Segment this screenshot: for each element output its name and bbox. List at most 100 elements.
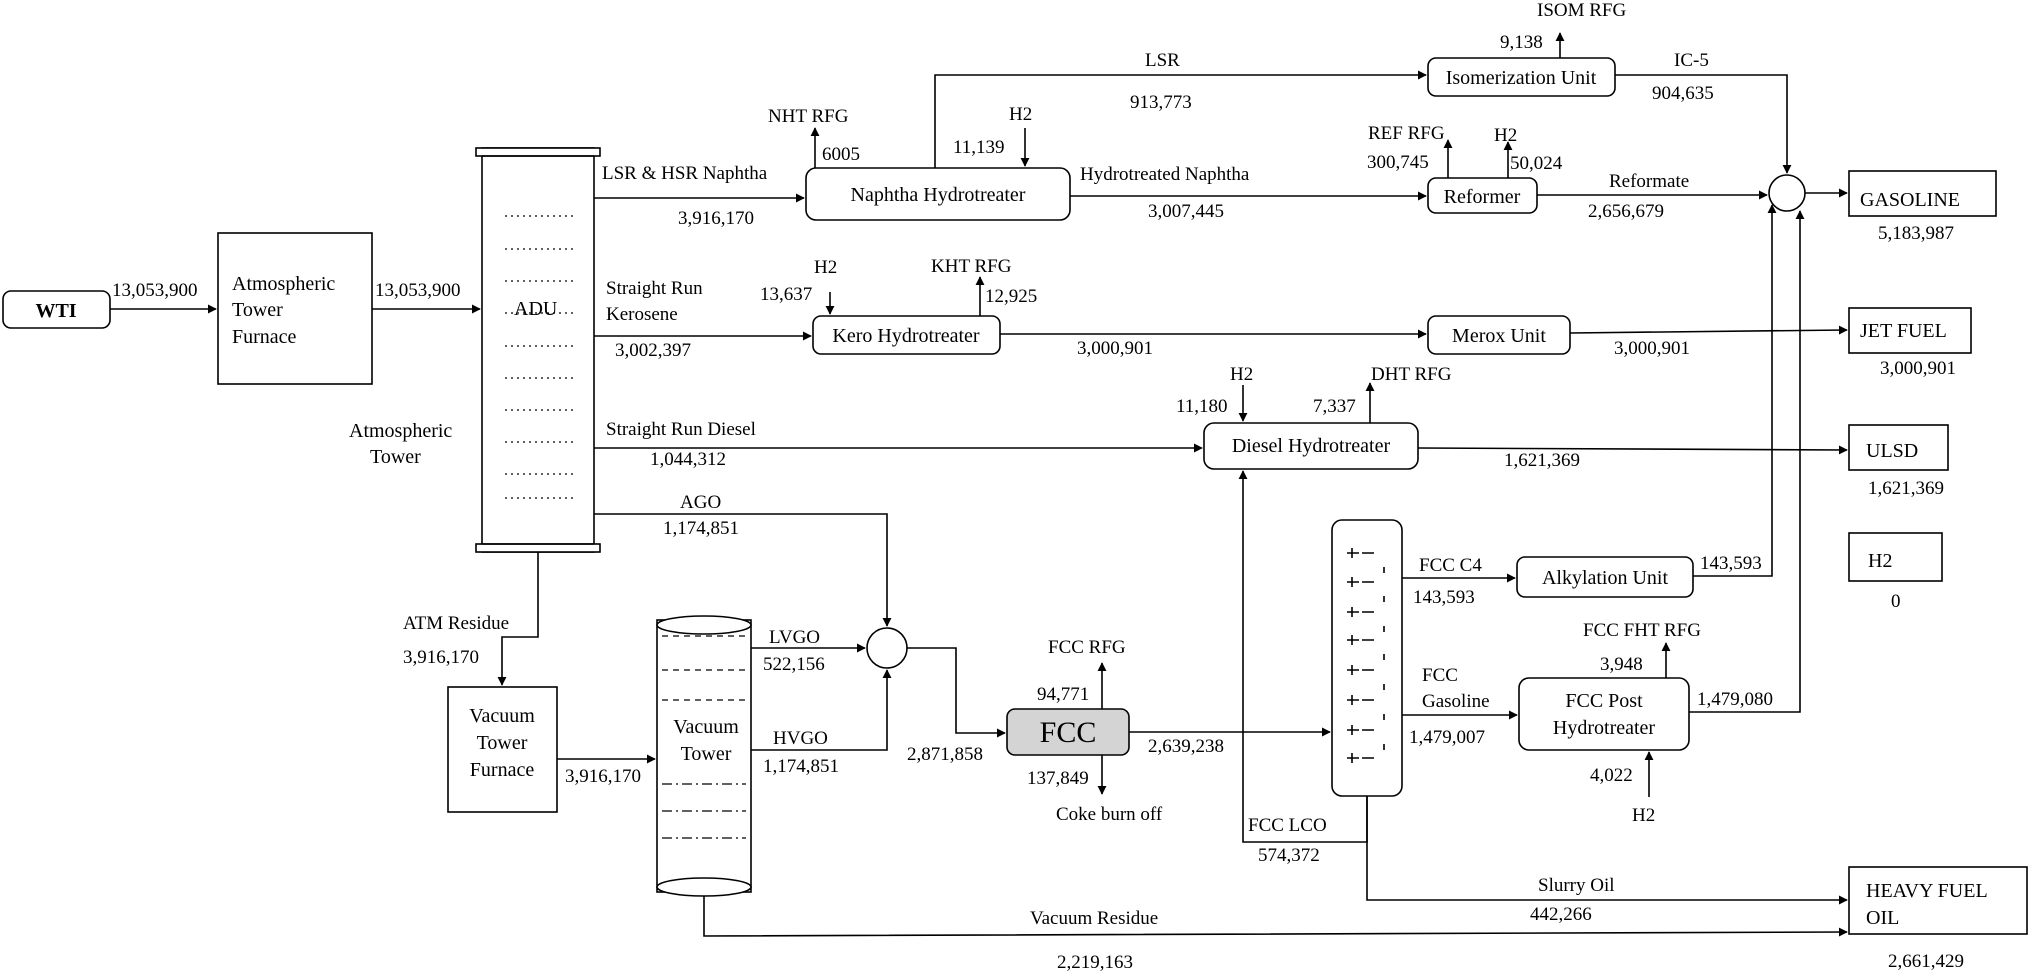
fcc-rfg-label: FCC RFG bbox=[1048, 637, 1126, 658]
fcc-c4-label: FCC C4 bbox=[1419, 555, 1482, 576]
ago-line bbox=[594, 513, 892, 627]
fcc-c4-value: 143,593 bbox=[1413, 587, 1475, 608]
h2-product-box bbox=[1848, 532, 1943, 582]
alkylation-unit-label: Alkylation Unit bbox=[1542, 567, 1669, 589]
ref-h2-label: H2 bbox=[1494, 125, 1517, 146]
vacuum-furnace-label-1: Vacuum bbox=[469, 705, 535, 727]
gasoline-product-label: GASOLINE bbox=[1860, 189, 1960, 211]
atmospheric-furnace-label-2: Tower bbox=[232, 299, 283, 321]
hydrotreated-naphtha-value: 3,007,445 bbox=[1148, 201, 1224, 222]
atmospheric-furnace-label-3: Furnace bbox=[232, 326, 297, 348]
diesel-hydrotreater-label: Diesel Hydrotreater bbox=[1232, 435, 1391, 457]
adu-label: ADU bbox=[514, 298, 558, 320]
fcc-rfg-value: 94,771 bbox=[1037, 684, 1089, 705]
jet-fuel-product-box bbox=[1848, 307, 1972, 354]
vacuum-tower-furnace-box bbox=[447, 686, 558, 813]
heavy-fuel-oil-product-value: 2,661,429 bbox=[1888, 951, 1964, 972]
vac-feed-value: 3,916,170 bbox=[565, 766, 641, 787]
kero-hydrotreater-label: Kero Hydrotreater bbox=[832, 325, 979, 347]
nht-h2-label: H2 bbox=[1009, 104, 1032, 125]
h2-product-label: H2 bbox=[1868, 550, 1892, 572]
reformate-value: 2,656,679 bbox=[1588, 201, 1664, 222]
ref-h2-value: 50,024 bbox=[1510, 153, 1563, 174]
atm-residue-label: ATM Residue bbox=[403, 613, 509, 634]
dht-rfg-label: DHT RFG bbox=[1371, 364, 1452, 385]
fcc-post-to-gasoline-line bbox=[1689, 210, 1805, 713]
lvgo-label: LVGO bbox=[769, 627, 820, 648]
ulsd-product-value: 1,621,369 bbox=[1868, 478, 1944, 499]
slurry-oil-line bbox=[1366, 796, 1848, 905]
ic5-value: 904,635 bbox=[1652, 83, 1714, 104]
alkylation-unit-box bbox=[1516, 556, 1694, 598]
lsr-value: 913,773 bbox=[1130, 92, 1192, 113]
slurry-oil-label: Slurry Oil bbox=[1538, 875, 1615, 896]
gasoline-mixer-node bbox=[1768, 174, 1806, 212]
vacuum-residue-label: Vacuum Residue bbox=[1030, 908, 1158, 929]
sr-kerosene-label-1: Straight Run bbox=[606, 278, 703, 299]
atmospheric-tower-label-1: Atmospheric bbox=[349, 420, 452, 442]
sr-diesel-label: Straight Run Diesel bbox=[606, 419, 756, 440]
isom-rfg-value: 9,138 bbox=[1500, 32, 1543, 53]
dht-h2-label: H2 bbox=[1230, 364, 1253, 385]
atm-residue-value: 3,916,170 bbox=[403, 647, 479, 668]
hvgo-label: HVGO bbox=[773, 728, 828, 749]
atmospheric-furnace-label-1: Atmospheric bbox=[232, 273, 335, 295]
nht-rfg-value: 6005 bbox=[822, 144, 860, 165]
fcc-gasoline-label-1: FCC bbox=[1422, 665, 1458, 686]
alky-out-value: 143,593 bbox=[1700, 553, 1762, 574]
ulsd-product-box bbox=[1848, 424, 1949, 471]
vgo-mixer-node bbox=[866, 627, 908, 669]
vacuum-furnace-label-3: Furnace bbox=[470, 759, 535, 781]
kht-out-value: 3,000,901 bbox=[1077, 338, 1153, 359]
reformer-label: Reformer bbox=[1444, 186, 1521, 208]
lsr-line bbox=[934, 70, 1427, 168]
heavy-fuel-oil-product-box bbox=[1848, 866, 2028, 935]
atmospheric-tower-furnace-box bbox=[217, 232, 373, 385]
hvgo-line bbox=[751, 669, 892, 751]
ref-rfg-label: REF RFG bbox=[1368, 123, 1445, 144]
kht-rfg-label: KHT RFG bbox=[931, 256, 1012, 277]
wti-label: WTI bbox=[35, 300, 76, 322]
nht-h2-value: 11,139 bbox=[953, 137, 1005, 158]
heavy-fuel-oil-label-1: HEAVY FUEL bbox=[1866, 880, 1988, 902]
fcc-post-hydrotreater-label-1: FCC Post bbox=[1565, 690, 1643, 712]
sr-kerosene-label-2: Kerosene bbox=[606, 304, 678, 325]
fcc-feed-value: 2,871,858 bbox=[907, 744, 983, 765]
fcc-lco-value: 574,372 bbox=[1258, 845, 1320, 866]
coke-burnoff-label: Coke burn off bbox=[1056, 804, 1163, 825]
hvgo-value: 1,174,851 bbox=[763, 756, 839, 777]
fcc-post-out-value: 1,479,080 bbox=[1697, 689, 1773, 710]
jet-fuel-product-label: JET FUEL bbox=[1860, 320, 1947, 342]
vacuum-tower-label-1: Vacuum bbox=[673, 716, 739, 738]
kht-h2-value: 13,637 bbox=[760, 284, 812, 305]
dht-to-ulsd-line bbox=[1417, 445, 1848, 455]
nht-rfg-label: NHT RFG bbox=[768, 106, 849, 127]
alky-to-gasoline-line bbox=[1693, 204, 1777, 577]
lsr-hsr-naphtha-value: 3,916,170 bbox=[678, 208, 754, 229]
dht-out-value: 1,621,369 bbox=[1504, 450, 1580, 471]
vacuum-tower-label-2: Tower bbox=[681, 743, 732, 765]
ago-value: 1,174,851 bbox=[663, 518, 739, 539]
fcc-post-h2-value: 4,022 bbox=[1590, 765, 1633, 786]
dht-rfg-value: 7,337 bbox=[1313, 396, 1356, 417]
hydrotreated-naphtha-label: Hydrotreated Naphtha bbox=[1080, 164, 1250, 185]
ref-rfg-value: 300,745 bbox=[1367, 152, 1429, 173]
fcc-post-h2-label: H2 bbox=[1632, 805, 1655, 826]
fcc-post-hydrotreater-label-2: Hydrotreater bbox=[1553, 717, 1656, 739]
fcc-fht-rfg-value: 3,948 bbox=[1600, 654, 1643, 675]
merox-to-jet-line bbox=[1569, 325, 1848, 335]
reformate-label: Reformate bbox=[1609, 171, 1689, 192]
slurry-oil-value: 442,266 bbox=[1530, 904, 1592, 925]
wti-feed-value: 13,053,900 bbox=[112, 280, 198, 301]
vacuum-tower-column bbox=[656, 615, 752, 897]
fcc-fractionator-column bbox=[1331, 519, 1403, 797]
ago-label: AGO bbox=[680, 492, 721, 513]
lsr-hsr-naphtha-label: LSR & HSR Naphtha bbox=[602, 163, 768, 184]
fcc-feed-line bbox=[907, 647, 1006, 738]
jet-fuel-product-value: 3,000,901 bbox=[1880, 358, 1956, 379]
lvgo-value: 522,156 bbox=[763, 654, 825, 675]
coke-burnoff-value: 137,849 bbox=[1027, 768, 1089, 789]
sr-diesel-value: 1,044,312 bbox=[650, 449, 726, 470]
furnace-out-value: 13,053,900 bbox=[375, 280, 461, 301]
